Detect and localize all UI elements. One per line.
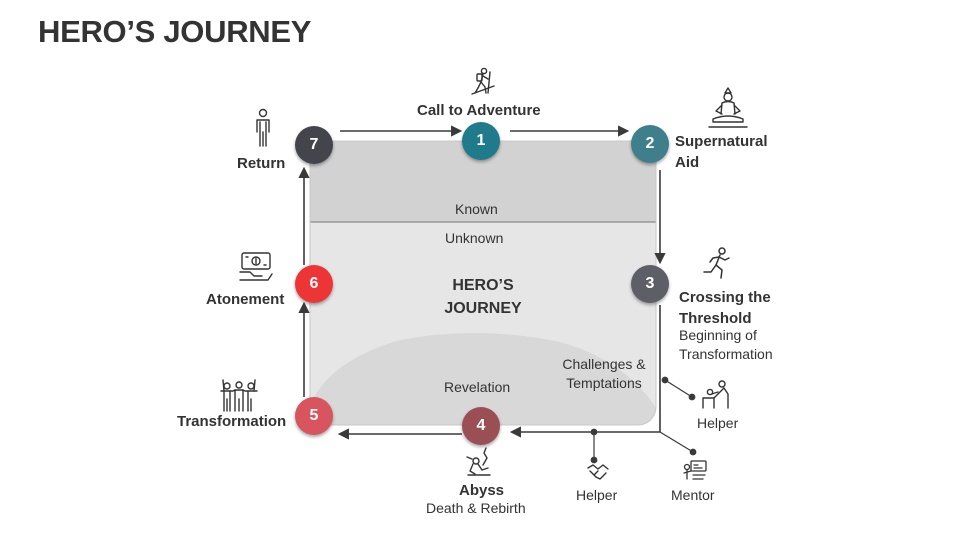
meditating-person-icon (705, 86, 751, 130)
stage-2-label-line2: Aid (675, 154, 700, 171)
center-title-line2: JOURNEY (444, 300, 522, 317)
stage-3-label-line2: Threshold (679, 310, 752, 327)
stage-4-label: Abyss (459, 482, 505, 499)
falling-person-icon (464, 445, 494, 477)
stage-4-sub: Death & Rebirth (426, 500, 526, 516)
mentor-label: Mentor (671, 487, 715, 503)
challenges-line1: Challenges & (562, 356, 646, 372)
stage-node-2[interactable]: 2 (631, 125, 669, 163)
challenges-line2: Temptations (566, 375, 642, 391)
stage-3-label-line1: Crossing the (679, 289, 771, 306)
journey-box (309, 140, 657, 426)
stage-3-sub: Beginning of Transformation (679, 326, 773, 364)
stage-node-4[interactable]: 4 (462, 407, 500, 445)
stage-node-1[interactable]: 1 (462, 122, 500, 160)
helper-right-label: Helper (697, 415, 739, 431)
mentor-presentation-icon (683, 459, 709, 483)
stage-node-3[interactable]: 3 (631, 265, 669, 303)
running-person-icon (701, 246, 733, 280)
handshake-icon (586, 462, 610, 484)
stage-2-label-line1: Supernatural (675, 133, 768, 150)
stage-node-5[interactable]: 5 (295, 397, 333, 435)
helper-climb-icon (700, 378, 732, 410)
stage-3-label: Crossing the Threshold (679, 287, 771, 329)
stage-3-sub-line2: Transformation (679, 346, 773, 362)
standing-person-icon (252, 108, 274, 148)
hiker-icon (469, 66, 497, 96)
slide-title: HERO’S JOURNEY (38, 14, 312, 49)
stage-2-label: Supernatural Aid (675, 131, 768, 173)
stage-1-label: Call to Adventure (417, 102, 541, 119)
stage-5-label: Transformation (177, 413, 287, 430)
helper-connectors (590, 376, 697, 464)
unknown-label: Unknown (445, 230, 504, 246)
known-label: Known (455, 201, 498, 217)
stage-6-label: Atonement (206, 291, 285, 308)
challenges-label: Challenges & Temptations (560, 355, 648, 393)
center-title: HERO’S JOURNEY (423, 274, 543, 320)
known-zone (310, 141, 656, 222)
stage-node-7[interactable]: 7 (295, 126, 333, 164)
stage-node-6[interactable]: 6 (295, 265, 333, 303)
stage-3-sub-line1: Beginning of (679, 327, 757, 343)
center-title-line1: HERO’S (452, 277, 514, 294)
helper-bottom-label: Helper (576, 487, 618, 503)
abyss-arc (310, 332, 656, 425)
team-celebration-icon (218, 377, 260, 413)
money-payment-icon (238, 250, 274, 284)
stage-7-label: Return (237, 155, 286, 172)
revelation-label: Revelation (444, 379, 511, 395)
